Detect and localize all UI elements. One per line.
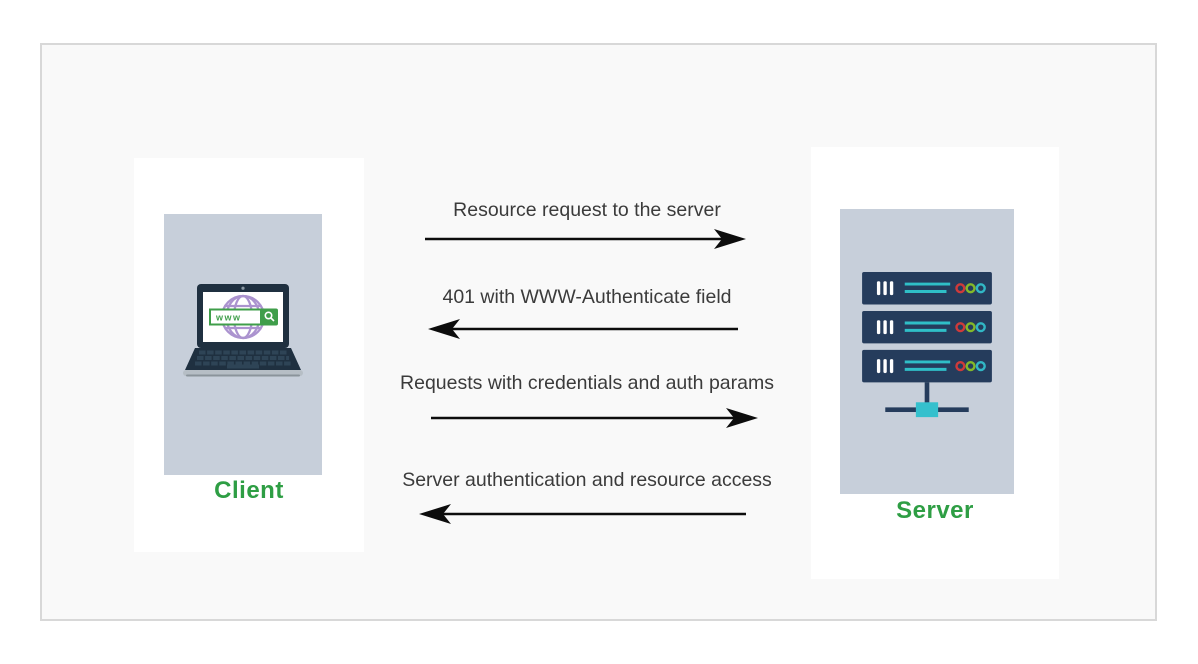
arrow-left-icon bbox=[419, 504, 746, 524]
message-label-401-www-authenticate: 401 with WWW-Authenticate field bbox=[442, 286, 732, 308]
message-label-resource-request: Resource request to the server bbox=[453, 199, 721, 221]
arrow-left-icon bbox=[428, 319, 738, 339]
arrow-right-icon bbox=[431, 408, 758, 428]
server-unit bbox=[862, 349, 992, 383]
arrow-right-icon bbox=[425, 229, 746, 249]
network-connector bbox=[885, 382, 969, 418]
server-unit bbox=[862, 310, 992, 344]
server-entity-card: Server bbox=[811, 147, 1059, 579]
message-label-server-auth-access: Server authentication and resource acces… bbox=[402, 469, 772, 491]
server-label: Server bbox=[896, 497, 974, 524]
server-icon-box bbox=[840, 209, 1014, 494]
client-entity-card: www bbox=[134, 158, 364, 552]
laptop-browser-icon: www bbox=[183, 284, 303, 377]
browser-address-bar: www bbox=[209, 308, 278, 326]
search-icon bbox=[264, 311, 275, 322]
keyboard-keys bbox=[195, 350, 291, 369]
client-icon-box: www bbox=[164, 214, 322, 475]
server-unit bbox=[862, 272, 992, 305]
browser-url-text: www bbox=[215, 313, 242, 323]
server-rack-icon bbox=[862, 272, 992, 418]
message-label-credentials-request: Requests with credentials and auth param… bbox=[400, 372, 774, 394]
client-label: Client bbox=[214, 477, 284, 504]
diagram-panel: www bbox=[40, 43, 1157, 621]
